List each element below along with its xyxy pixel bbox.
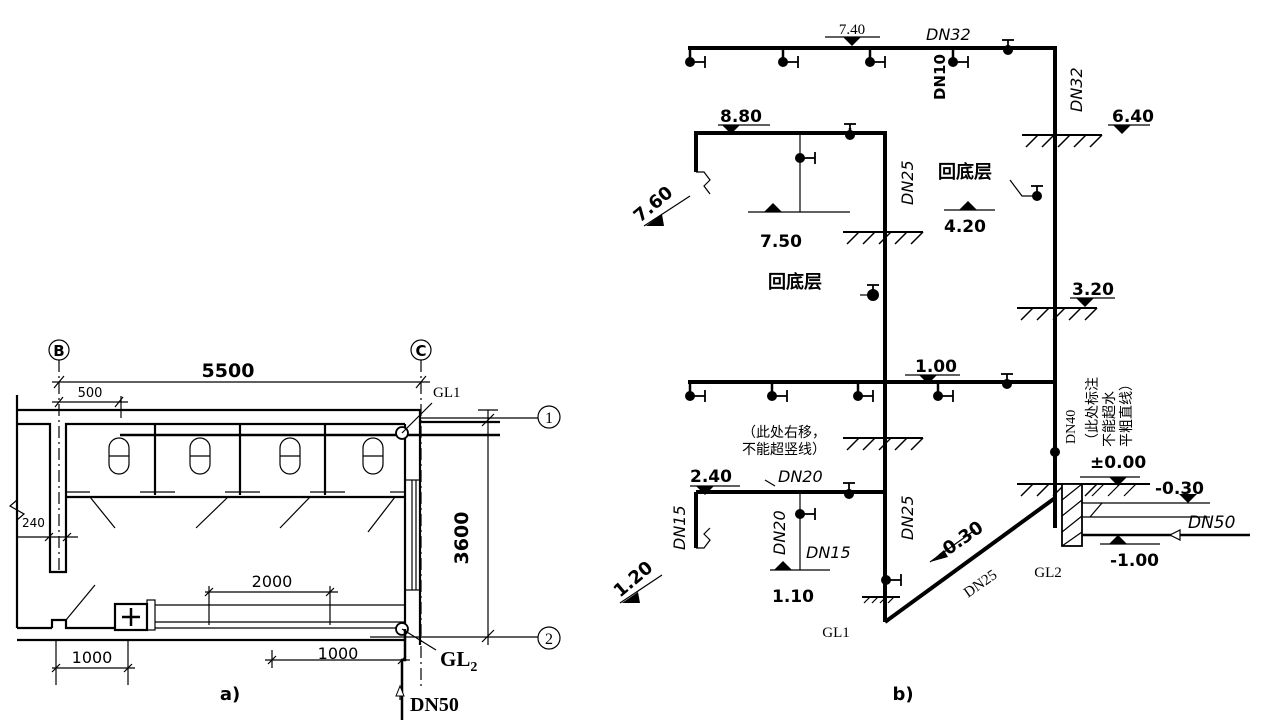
- foundation-wall: [1061, 483, 1083, 547]
- elev-minus-0.30-right: -0.30: [1155, 479, 1204, 499]
- note-right-line2: 不能超水: [1102, 391, 1118, 447]
- elev-8.80: 8.80: [720, 107, 762, 127]
- elev-minus-1.00: -1.00: [1110, 551, 1159, 571]
- inlet-dn50-label: DN50: [410, 694, 459, 716]
- dim-1000-left: 1000: [72, 648, 113, 667]
- svg-text:2: 2: [545, 631, 553, 648]
- dn40-label: DN40: [1064, 410, 1079, 444]
- elev-3.20: 3.20: [1072, 280, 1114, 300]
- gl2-main-riser: [688, 46, 1057, 498]
- dim-2000: 2000: [252, 572, 293, 591]
- gl1-system-label: GL1: [822, 625, 850, 641]
- elev-1.10: 1.10: [772, 587, 814, 607]
- dn32-vert-label: DN32: [1067, 67, 1086, 112]
- gl1-main-riser: [694, 131, 887, 622]
- dn25-diag-label: DN25: [961, 567, 1000, 601]
- svg-text:C: C: [415, 342, 426, 360]
- caption-a: a): [220, 684, 240, 705]
- dn20-vert-label: DN20: [770, 510, 789, 555]
- elev-2.40: 2.40: [690, 467, 732, 487]
- note-left-line2: 不能超竖线）: [742, 442, 826, 458]
- elev-4.20: 4.20: [944, 217, 986, 237]
- axis-bubble-1: 1: [537, 405, 561, 429]
- elev-7.50: 7.50: [760, 232, 802, 252]
- gl2-system-label: GL2: [1034, 565, 1062, 581]
- system-diagram: 7.40 DN32 DN10 DN32 6.40 8.80 7.50 7.60 …: [610, 22, 1250, 705]
- return-floor-left-label: 回底层: [768, 271, 822, 293]
- axis-bubble-c: C: [410, 339, 432, 361]
- elev-0.00: ±0.00: [1090, 453, 1146, 473]
- dn50-label: DN50: [1188, 513, 1235, 533]
- elev-6.40: 6.40: [1112, 107, 1154, 127]
- dn25-upper-label: DN25: [898, 160, 917, 205]
- gl2-label: GL2: [440, 647, 477, 675]
- floor-plan: B C 5500 500 240: [8, 339, 561, 720]
- dn15-right-label: DN15: [806, 543, 851, 562]
- svg-text:B: B: [53, 342, 64, 360]
- dim-3600: 3600: [451, 512, 473, 565]
- note-right-line1: （此处标注: [1085, 377, 1101, 447]
- urinal-stalls: [65, 424, 405, 621]
- axis-bubble-b: B: [48, 339, 70, 361]
- dim-240: 240: [22, 516, 45, 530]
- dn32-top-label: DN32: [926, 25, 971, 44]
- return-floor-right-label: 回底层: [938, 161, 992, 183]
- axis-bubble-2: 2: [537, 626, 561, 650]
- diagonal-connector: [883, 496, 1057, 624]
- dn15-left-label: DN15: [670, 505, 689, 550]
- dim-5500: 5500: [202, 360, 255, 382]
- dn20-horiz-label: DN20: [778, 467, 823, 486]
- note-right-line3: 平粗直线）: [1118, 377, 1135, 447]
- dim-500: 500: [78, 386, 103, 401]
- elev-1.00: 1.00: [915, 357, 957, 377]
- svg-text:1: 1: [545, 410, 553, 427]
- elev-7.40: 7.40: [839, 22, 865, 38]
- note-left-line1: （此处右移，: [742, 425, 826, 441]
- caption-b: b): [892, 684, 913, 705]
- gl1-label: GL1: [433, 385, 461, 401]
- dim-1000-right: 1000: [318, 644, 359, 663]
- dn25-lower-label: DN25: [898, 495, 917, 540]
- dn10-label: DN10: [931, 54, 949, 100]
